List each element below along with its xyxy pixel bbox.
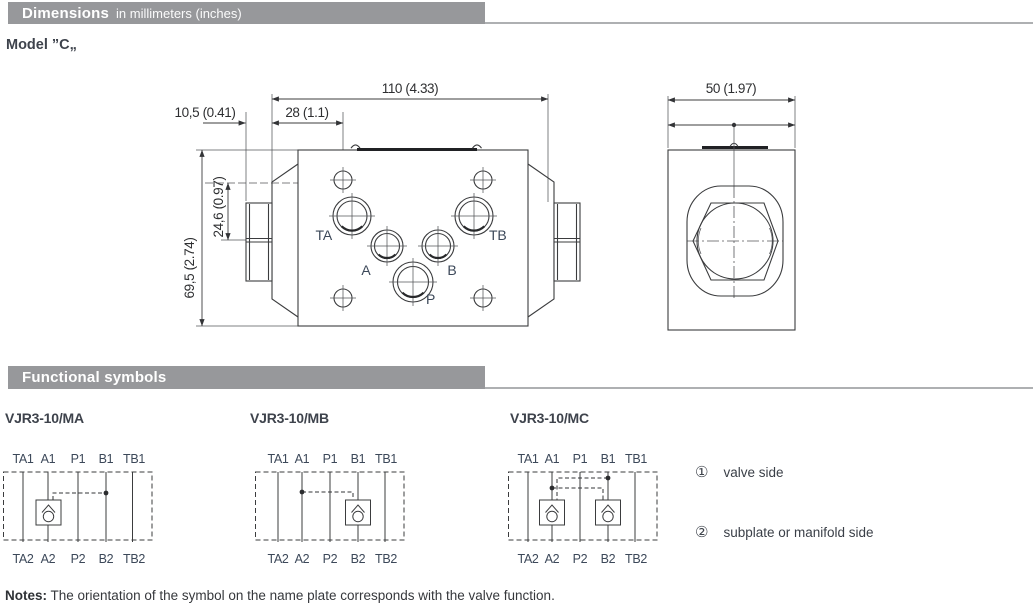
port-label: TB2: [123, 552, 145, 566]
port-label: TA2: [267, 552, 288, 566]
legend-subplate-side: ② subplate or manifold side: [695, 523, 874, 541]
port-label: TB1: [123, 452, 145, 466]
label-P: P: [426, 291, 435, 307]
notes-text: The orientation of the symbol on the nam…: [47, 588, 555, 603]
port-label: A2: [41, 552, 56, 566]
legend-valve-side: ① valve side: [695, 463, 784, 481]
symbol-mc: TA1 A1 P1 B1 TB1 TA2 A2 P2 B2 TB2: [508, 452, 658, 566]
port-label: P2: [323, 552, 338, 566]
header-rule: [485, 387, 1033, 389]
port-label: P2: [573, 552, 588, 566]
port-label: P2: [71, 552, 86, 566]
dim-height-total: 69,5 (2.74): [182, 238, 197, 299]
port-label: TA1: [517, 452, 538, 466]
side-view: 50 (1.97): [667, 81, 796, 331]
port-TA: [329, 193, 375, 239]
port-label: P1: [71, 452, 86, 466]
pilot-junction: [605, 475, 611, 481]
port-B: [418, 226, 458, 266]
check-valve-box: [595, 499, 621, 526]
functional-symbols-drawing: TA1 A1 P1 B1 TB1 TA2 A2 P2 B2 TB2 TA1 A1: [3, 452, 658, 566]
port-label: TB2: [375, 552, 397, 566]
model-title: Model ”C„: [6, 37, 77, 53]
dim-hole-offset: 28 (1.1): [285, 105, 328, 120]
port-label: TA2: [12, 552, 33, 566]
dim-depth: 50 (1.97): [706, 81, 756, 96]
circled-2-icon: ②: [695, 524, 709, 541]
symbol-mb: TA1 A1 P1 B1 TB1 TA2 A2 P2 B2 TB2: [255, 452, 405, 566]
pilot-junction: [299, 489, 305, 495]
port-TB: [451, 193, 497, 239]
port-label: TB1: [625, 452, 647, 466]
label-B: B: [447, 262, 456, 278]
notes-label: Notes:: [5, 588, 48, 603]
port-label: B1: [99, 452, 114, 466]
port-label: B1: [601, 452, 616, 466]
port-label: B2: [99, 552, 114, 566]
notes: Notes: The orientation of the symbol on …: [5, 588, 555, 603]
symbol-ma: TA1 A1 P1 B1 TB1 TA2 A2 P2 B2 TB2: [3, 452, 153, 566]
port-label: A1: [545, 452, 560, 466]
port-label: B2: [351, 552, 366, 566]
hex-plug: [692, 202, 779, 281]
port-label: B2: [601, 552, 616, 566]
dim-width-total: 110 (4.33): [382, 81, 439, 96]
circled-1-icon: ①: [695, 464, 709, 481]
port-label: A2: [545, 552, 560, 566]
port-label: TB1: [375, 452, 397, 466]
section-header-dimensions: Dimensions in millimeters (inches): [8, 2, 485, 24]
label-A: A: [361, 262, 371, 278]
label-TA: TA: [316, 227, 333, 243]
port-label: TA1: [267, 452, 288, 466]
port-P: [389, 258, 437, 306]
dim-nut-protrusion: 10,5 (0.41): [175, 105, 236, 120]
section-subtitle: in millimeters (inches): [116, 5, 242, 21]
port-label: A1: [295, 452, 310, 466]
port-label: TA1: [12, 452, 33, 466]
section-title: Dimensions: [22, 4, 110, 22]
port-label: P1: [573, 452, 588, 466]
legend-text: valve side: [723, 464, 784, 480]
valve-body-side: [667, 149, 796, 331]
variant-title-ma: VJR3-10/MA: [5, 410, 84, 426]
check-valve-box: [345, 499, 371, 526]
front-view: 110 (4.33) 28 (1.1) 10,5 (0.41) 69,5 (2.…: [175, 81, 581, 327]
section-header-functional-symbols: Functional symbols: [8, 366, 485, 389]
legend-text: subplate or manifold side: [723, 524, 874, 540]
section-title: Functional symbols: [22, 369, 167, 386]
pilot-junction: [103, 490, 109, 496]
header-rule: [485, 22, 1033, 24]
check-valve-box: [539, 499, 565, 526]
dimension-drawing: 110 (4.33) 28 (1.1) 10,5 (0.41) 69,5 (2.…: [175, 81, 796, 331]
label-TB: TB: [489, 227, 507, 243]
dim-port-offset: 24,6 (0.97): [211, 177, 226, 238]
port-label: TB2: [625, 552, 647, 566]
port-label: A1: [41, 452, 56, 466]
bolt-holes: [330, 167, 496, 311]
port-label: P1: [323, 452, 338, 466]
port-label: TA2: [517, 552, 538, 566]
port-label: A2: [295, 552, 310, 566]
pilot-junction: [549, 485, 555, 491]
check-valve-box: [35, 499, 62, 526]
variant-title-mc: VJR3-10/MC: [510, 410, 589, 426]
plug-boss: [686, 185, 784, 297]
port-label: B1: [351, 452, 366, 466]
variant-title-mb: VJR3-10/MB: [250, 410, 329, 426]
port-A: [367, 226, 407, 266]
